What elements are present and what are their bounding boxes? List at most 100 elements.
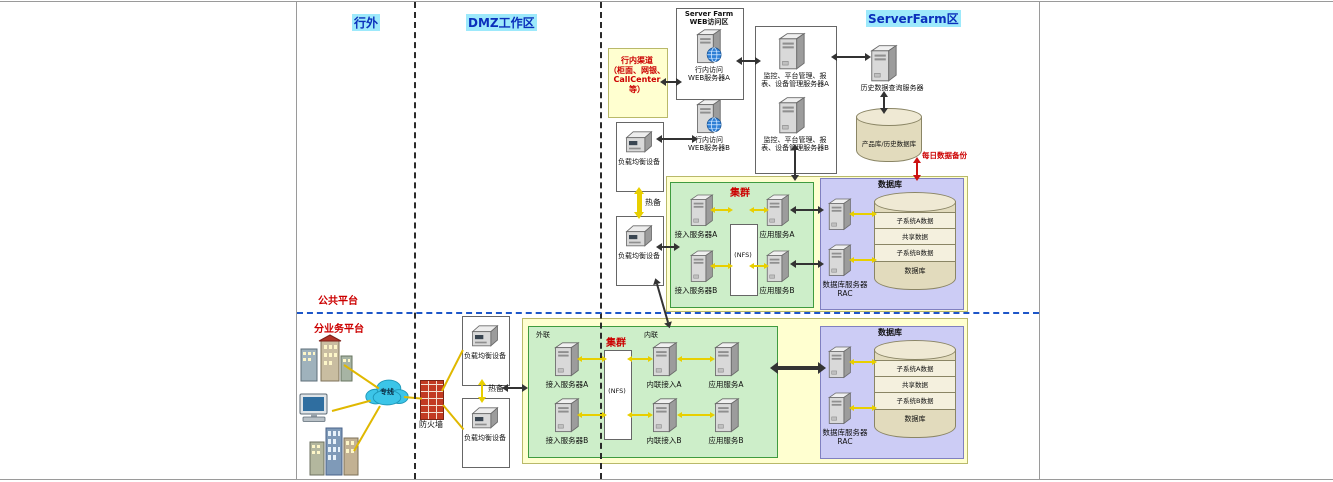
server-icon <box>776 96 806 134</box>
app-server-a-label: 应用服务A <box>708 380 744 389</box>
arrow-app-to-db <box>790 206 824 214</box>
db-row-subsystem-a: 子系统A数据 <box>875 212 955 229</box>
frame-line-left <box>296 1 297 479</box>
db-cylinder-label: 数据库 <box>904 267 926 275</box>
arrow-app-to-db <box>790 260 824 268</box>
db-row-subsystem-b: 子系统B数据 <box>875 392 955 410</box>
server-icon <box>712 396 740 434</box>
product-db-cylinder: 产品库/历史数据库 <box>856 108 922 162</box>
internal-access-b-label: 内联接入B <box>646 436 682 445</box>
server-icon <box>776 32 806 70</box>
zone-label-outside: 行外 <box>352 14 381 31</box>
firewall-icon <box>420 380 444 420</box>
cluster-tag: 集群 <box>606 338 626 349</box>
history-server-label: 历史数据查询服务器 <box>860 84 924 92</box>
hot-standby-arrow <box>478 379 486 403</box>
load-balancer-label: 负载均衡设备 <box>618 252 660 260</box>
nfs-box <box>730 224 758 296</box>
load-balancer-icon <box>470 322 500 348</box>
arrow-monitor-to-cluster <box>791 144 799 181</box>
web-server-a-label: 行内访问 WEB服务器A <box>688 66 730 83</box>
db-cylinder-label: 数据库 <box>904 415 926 423</box>
hot-standby-label: 热备 <box>645 198 661 207</box>
db-row-subsystem-a: 子系统A数据 <box>875 360 955 377</box>
load-balancer-icon <box>624 128 654 154</box>
arrow-nfs-internal <box>627 412 653 418</box>
load-balancer-icon <box>470 404 500 430</box>
access-server-b-label: 接入服务器B <box>545 436 589 445</box>
arrow-web-to-monitor <box>736 57 761 65</box>
access-server-b-label: 接入服务器B <box>674 286 718 295</box>
server-icon <box>712 340 740 378</box>
frame-line-bottom <box>0 479 1333 480</box>
arrow-history-to-db <box>880 91 888 114</box>
zone-label-serverfarm: ServerFarm区 <box>866 10 961 27</box>
hot-standby-label: 热备 <box>488 384 504 393</box>
arrow-monitor-to-history <box>831 53 871 61</box>
leased-line-label: 专线 <box>380 388 394 396</box>
db-row-subsystem-b: 子系统B数据 <box>875 244 955 262</box>
arrow-nfs-internal <box>627 356 653 362</box>
daily-backup-arrow <box>913 157 921 181</box>
cluster-tag: 集群 <box>730 188 750 199</box>
frame-line-right <box>1039 1 1040 479</box>
monitor-server-a-label: 监控、平台管理、报表、设备管理服务器A <box>761 72 829 89</box>
wailian-label: 外联 <box>536 331 550 339</box>
cylinder-cap <box>856 108 922 126</box>
link-line <box>441 349 464 392</box>
app-server-a-label: 应用服务A <box>759 230 795 239</box>
arrow-rac-to-cylinder <box>849 359 877 365</box>
product-db-label: 产品库/历史数据库 <box>861 140 917 148</box>
server-icon <box>650 396 678 434</box>
server-icon <box>650 340 678 378</box>
zone-divider-dmz-serverfarm <box>600 2 602 479</box>
arrow-access-nfs <box>577 412 607 418</box>
db-row-shared: 共享数据 <box>875 228 955 245</box>
load-balancer-label: 负载均衡设备 <box>464 434 506 442</box>
web-server-icon <box>694 28 722 64</box>
firewall-label: 防火墙 <box>419 420 443 429</box>
load-balancer-box <box>616 216 664 286</box>
load-balancer-label: 负载均衡设备 <box>618 158 660 166</box>
daily-backup-label: 每日数据备份 <box>922 151 967 160</box>
arrow-internal-app <box>677 412 715 418</box>
nfs-box <box>604 350 632 440</box>
access-server-a-label: 接入服务器A <box>674 230 718 239</box>
load-balancer-icon <box>624 222 654 248</box>
arrow-lb-to-cluster <box>656 243 680 251</box>
arrow-access-nfs <box>710 207 733 213</box>
city-buildings-icon <box>296 334 356 384</box>
db-row-shared: 共享数据 <box>875 376 955 393</box>
database-title: 数据库 <box>878 180 902 189</box>
arrow-rac-to-cylinder <box>849 211 877 217</box>
server-icon <box>552 340 580 378</box>
frame-line-top <box>0 1 1333 2</box>
cylinder-cap <box>874 340 956 360</box>
arrow-lb-to-cluster <box>502 384 528 392</box>
arrow-channel-to-web <box>660 78 682 86</box>
arrow-rac-to-cylinder <box>849 257 877 263</box>
database-cylinder: 子系统A数据 共享数据 子系统B数据 数据库 <box>874 192 956 290</box>
arrow-cluster-to-db <box>770 362 826 374</box>
rac-label: 数据库服务器 RAC <box>822 280 868 298</box>
server-icon <box>552 396 580 434</box>
arrow-lb-to-webserver <box>656 135 698 143</box>
app-server-b-label: 应用服务B <box>759 286 795 295</box>
arrow-nfs-app <box>749 207 769 213</box>
platform-label-public: 公共平台 <box>318 296 358 307</box>
cylinder-cap <box>874 192 956 212</box>
channel-box <box>608 48 668 118</box>
internal-access-a-label: 内联接入A <box>646 380 682 389</box>
server-icon <box>868 44 898 82</box>
channel-label: 行内渠道 （柜面、网银、 CallCenter等） <box>609 56 665 94</box>
zone-divider-outside-dmz <box>414 2 416 479</box>
arrow-rac-to-cylinder <box>849 405 877 411</box>
arrow-internal-app <box>677 356 715 362</box>
platform-divider <box>297 312 1039 314</box>
arrow-nfs-app <box>749 263 769 269</box>
client-computer-icon <box>298 392 334 424</box>
rac-label: 数据库服务器 RAC <box>822 428 868 446</box>
nfs-label: (NFS) <box>734 251 752 259</box>
access-server-a-label: 接入服务器A <box>545 380 589 389</box>
